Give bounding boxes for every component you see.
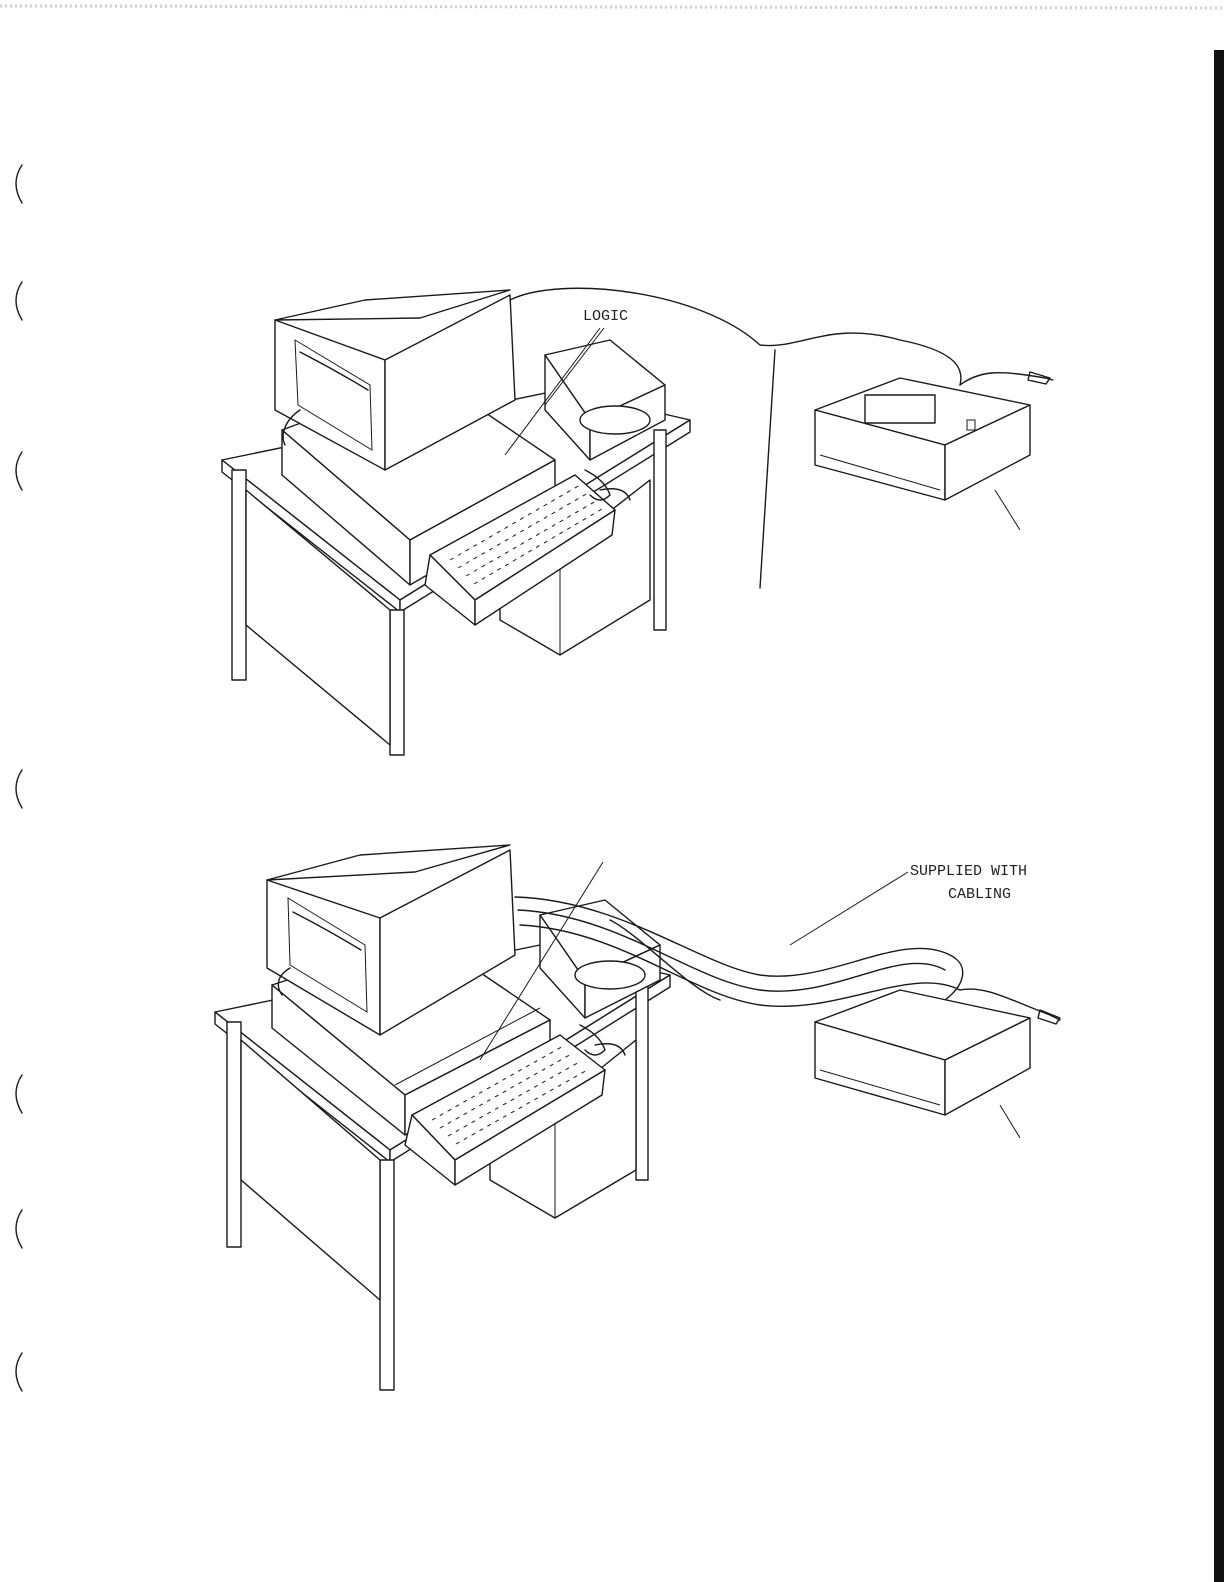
printer xyxy=(815,378,1030,500)
binder-hole-mark xyxy=(16,1210,22,1248)
label-logic: LOGIC xyxy=(583,308,628,325)
printer-callout-leader xyxy=(995,490,1020,530)
page-right-edge xyxy=(1214,50,1224,1582)
binder-hole-mark xyxy=(16,1075,22,1113)
binder-hole-mark xyxy=(16,770,22,808)
binder-hole-mark xyxy=(16,1353,22,1391)
binder-holes xyxy=(16,165,22,1391)
scan-noise-top xyxy=(0,6,1224,8)
label-cabling: CABLING xyxy=(948,886,1011,903)
printer-callout-leader-2 xyxy=(1000,1105,1020,1138)
binder-hole-mark xyxy=(16,165,22,203)
bottom-illustration: SUPPLIED WITH CABLING xyxy=(215,845,1060,1390)
binder-hole-mark xyxy=(16,452,22,490)
cabling-leader-line xyxy=(790,872,908,945)
printer-2 xyxy=(815,990,1030,1115)
top-illustration: LOGIC xyxy=(222,288,1053,755)
binder-hole-mark xyxy=(16,282,22,320)
label-supplied-with: SUPPLIED WITH xyxy=(910,863,1027,880)
room-divider-line xyxy=(760,350,775,588)
